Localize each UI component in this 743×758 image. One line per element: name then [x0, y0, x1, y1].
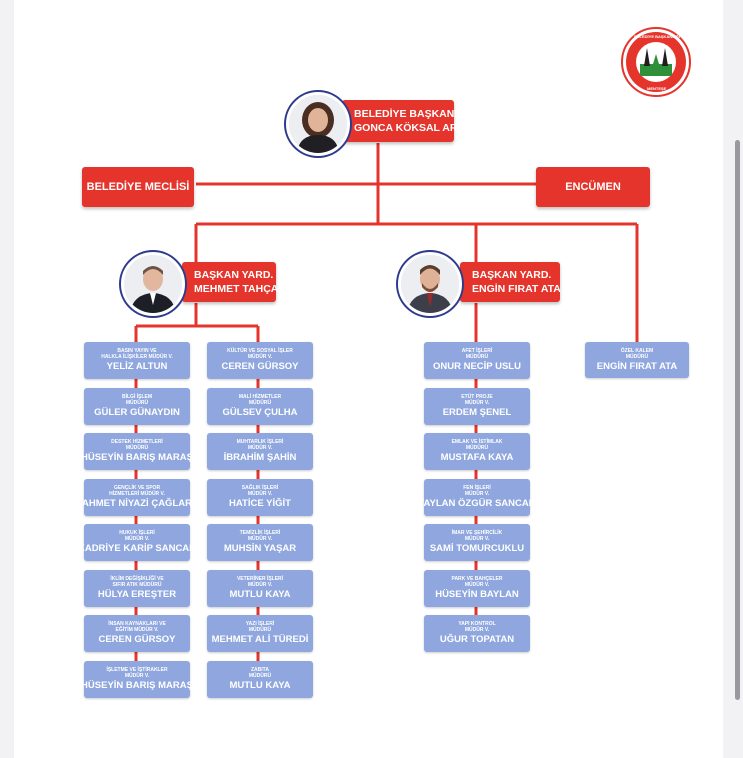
department-box: SAĞLIK İŞLERİ MÜDÜR V.HATİCE YİĞİT: [207, 478, 313, 516]
mayor-title: BELEDİYE BAŞKANI: [354, 108, 458, 120]
council-label: BELEDİYE MECLİSİ: [86, 181, 190, 193]
department-head-name: GÜLER GÜNAYDIN: [94, 406, 180, 418]
department-head-name: HATİCE YİĞİT: [229, 497, 291, 509]
department-box: GENÇLİK VE SPOR HİZMETLERİ MÜDÜR V.AHMET…: [82, 478, 192, 516]
department-title: İKLİM DEĞİŞİKLİĞİ VE SIFIR ATIK MÜDÜRÜ: [110, 575, 164, 588]
department-head-name: HÜSEYİN BARIŞ MARAŞ: [81, 679, 193, 691]
department-box: TEMİZLİK İŞLERİ MÜDÜR V.MUHSİN YAŞAR: [207, 524, 313, 561]
logo-top-text: BELEDİYE BAŞKANLIĞI: [634, 34, 681, 39]
department-head-name: UĞUR TOPATAN: [439, 634, 515, 645]
department-title: GENÇLİK VE SPOR HİZMETLERİ MÜDÜR V.: [109, 484, 165, 497]
special-office-title: ÖZEL KALEM MÜDÜRÜ: [620, 347, 654, 360]
department-head-name: İBRAHİM ŞAHİN: [223, 452, 297, 463]
department-title: DESTEK HİZMETLERİ MÜDÜRÜ: [111, 439, 163, 451]
seal-icon: [621, 27, 691, 97]
department-title: ZABITA MÜDÜRÜ: [248, 666, 272, 679]
department-head-name: MUHSİN YAŞAR: [223, 543, 297, 554]
department-head-name: CEREN GÜRSOY: [221, 361, 299, 372]
deputy-2-title: BAŞKAN YARD.: [472, 269, 552, 281]
department-title: BİLGİ İŞLEM MÜDÜRÜ: [122, 393, 152, 406]
department-head-name: MUTLU KAYA: [229, 588, 291, 600]
committee-label: ENCÜMEN: [565, 181, 621, 193]
department-head-name: YELİZ ALTUN: [106, 361, 168, 372]
department-title: MUHTARLIK İŞLERİ MÜDÜR V.: [236, 439, 284, 451]
department-head-name: ERDEM ŞENEL: [442, 406, 512, 418]
department-head-name: CEREN GÜRSOY: [98, 634, 176, 645]
mayor-name: GONCA KÖKSAL ARAS: [354, 122, 473, 134]
logo-bottom-text: MENTEŞE: [647, 86, 667, 91]
department-title: MALİ HİZMETLER MÜDÜRÜ: [238, 393, 282, 406]
department-box: BASIN YAYIN VE HALKLA İLİŞKİLER MÜDÜR V.…: [84, 342, 190, 379]
deputy-2-name: ENGİN FIRAT ATA: [472, 283, 561, 295]
person-female-icon: [289, 95, 347, 153]
deputy-1-photo: [121, 252, 185, 316]
department-head-name: MUSTAFA KAYA: [440, 452, 514, 463]
person-male-icon: [401, 255, 459, 313]
special-office-box: ÖZEL KALEM MÜDÜRÜ ENGİN FIRAT ATA: [585, 342, 689, 378]
department-box: MUHTARLIK İŞLERİ MÜDÜR V.İBRAHİM ŞAHİN: [207, 433, 313, 470]
deputy-box-1: BAŞKAN YARD. MEHMET TAHÇA: [182, 262, 279, 302]
department-title: FEN İŞLERİ MÜDÜR V.: [463, 484, 491, 497]
mayor-photo: [286, 92, 350, 156]
department-head-name: KADRİYE KARİP SANCAK: [77, 543, 197, 554]
department-head-name: HÜSEYİN BARIŞ MARAŞ: [81, 452, 193, 463]
department-title: İNSAN KAYNAKLARI VE EĞİTİM MÜDÜR V.: [108, 621, 166, 633]
person-male-icon: [124, 255, 182, 313]
department-box: İNSAN KAYNAKLARI VE EĞİTİM MÜDÜR V.CEREN…: [84, 615, 190, 652]
deputy-2-photo: [398, 252, 462, 316]
department-title: VETERİNER İŞLERİ MÜDÜR V.: [236, 575, 284, 588]
department-head-name: GÜLSEV ÇULHA: [222, 406, 298, 418]
department-box: İMAR VE ŞEHİRCİLİK MÜDÜR V.SAMİ TOMURCUK…: [424, 524, 530, 561]
department-title: PARK VE BAHÇELER MÜDÜR V.: [451, 575, 503, 588]
department-title: HUKUK İŞLERİ MÜDÜR V.: [119, 530, 155, 542]
department-box: KÜLTÜR VE SOSYAL İŞLER MÜDÜR V.CEREN GÜR…: [207, 342, 313, 379]
department-title: İMAR VE ŞEHİRCİLİK MÜDÜR V.: [451, 530, 503, 542]
department-title: AFET İŞLERİ MÜDÜRÜ: [461, 348, 493, 360]
mayor-box: BELEDİYE BAŞKANI GONCA KÖKSAL ARAS: [342, 100, 473, 142]
department-head-name: AHMET NİYAZİ ÇAĞLAR: [82, 497, 192, 509]
department-box: VETERİNER İŞLERİ MÜDÜR V.MUTLU KAYA: [207, 569, 313, 607]
municipality-logo: BELEDİYE BAŞKANLIĞI MENTEŞE: [620, 26, 692, 98]
department-title: KÜLTÜR VE SOSYAL İŞLER MÜDÜR V.: [227, 348, 293, 360]
department-title: SAĞLIK İŞLERİ MÜDÜR V.: [241, 484, 279, 497]
department-title: ETÜT PROJE MÜDÜR V.: [461, 393, 493, 406]
department-title: YAZI İŞLERİ MÜDÜRÜ: [245, 621, 275, 633]
department-head-name: HÜLYA EREŞTER: [97, 588, 177, 600]
deputy-1-title: BAŞKAN YARD.: [194, 269, 274, 281]
council-box: BELEDİYE MECLİSİ: [82, 167, 194, 207]
department-title: İŞLETME VE İŞTİRAKLER MÜDÜR V.: [106, 666, 168, 679]
department-box: ETÜT PROJE MÜDÜR V.ERDEM ŞENEL: [424, 387, 530, 425]
committee-box: ENCÜMEN: [536, 167, 650, 207]
department-title: YAPI KONTROL MÜDÜR V.: [458, 621, 496, 633]
department-box: İŞLETME VE İŞTİRAKLER MÜDÜR V.HÜSEYİN BA…: [81, 660, 193, 698]
department-head-name: HÜSEYİN BAYLAN: [435, 588, 519, 600]
special-office-name: ENGİN FIRAT ATA: [596, 360, 678, 372]
department-box: PARK VE BAHÇELER MÜDÜR V.HÜSEYİN BAYLAN: [424, 569, 530, 607]
department-head-name: ONUR NECİP USLU: [433, 361, 521, 372]
department-title: TEMİZLİK İŞLERİ MÜDÜR V.: [239, 530, 281, 542]
department-box: YAPI KONTROL MÜDÜR V.UĞUR TOPATAN: [424, 615, 530, 652]
department-title: BASIN YAYIN VE HALKLA İLİŞKİLER MÜDÜR V.: [101, 348, 173, 360]
department-box: FEN İŞLERİ MÜDÜR V.TAYLAN ÖZGÜR SANCAK: [418, 478, 536, 516]
department-head-name: MUTLU KAYA: [229, 679, 291, 691]
deputy-box-2: BAŞKAN YARD. ENGİN FIRAT ATA: [460, 262, 561, 302]
scrollbar[interactable]: [735, 140, 740, 700]
department-box: HUKUK İŞLERİ MÜDÜR V.KADRİYE KARİP SANCA…: [78, 524, 196, 561]
department-head-name: MEHMET ALİ TÜREDİ: [211, 634, 309, 645]
deputy-1-name: MEHMET TAHÇA: [194, 283, 279, 295]
department-head-name: SAMİ TOMURCUKLU: [429, 543, 525, 554]
department-title: EMLAK VE İSTİMLAK MÜDÜRÜ: [451, 439, 503, 451]
department-head-name: TAYLAN ÖZGÜR SANCAK: [418, 497, 536, 509]
